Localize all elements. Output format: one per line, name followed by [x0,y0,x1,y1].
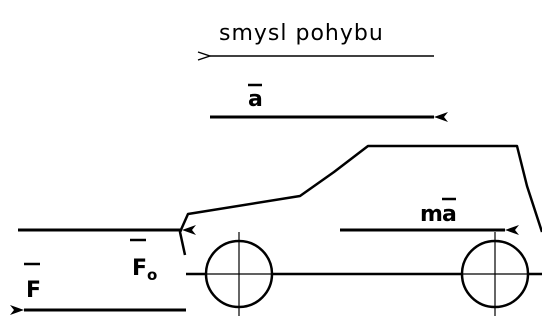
resistance-force-subscript: o [147,266,157,284]
inertial-force-a-label: a [442,202,457,227]
resistance-force-label: F [132,256,147,281]
front-wheel [199,232,280,316]
car-body-outline [178,144,542,256]
inertial-force-m-label: m [420,202,443,227]
rear-wheel [455,232,536,316]
applied-force-label: F [26,278,41,303]
motion-direction-label: smysl pohybu [219,21,384,46]
acceleration-label: a [248,87,263,112]
